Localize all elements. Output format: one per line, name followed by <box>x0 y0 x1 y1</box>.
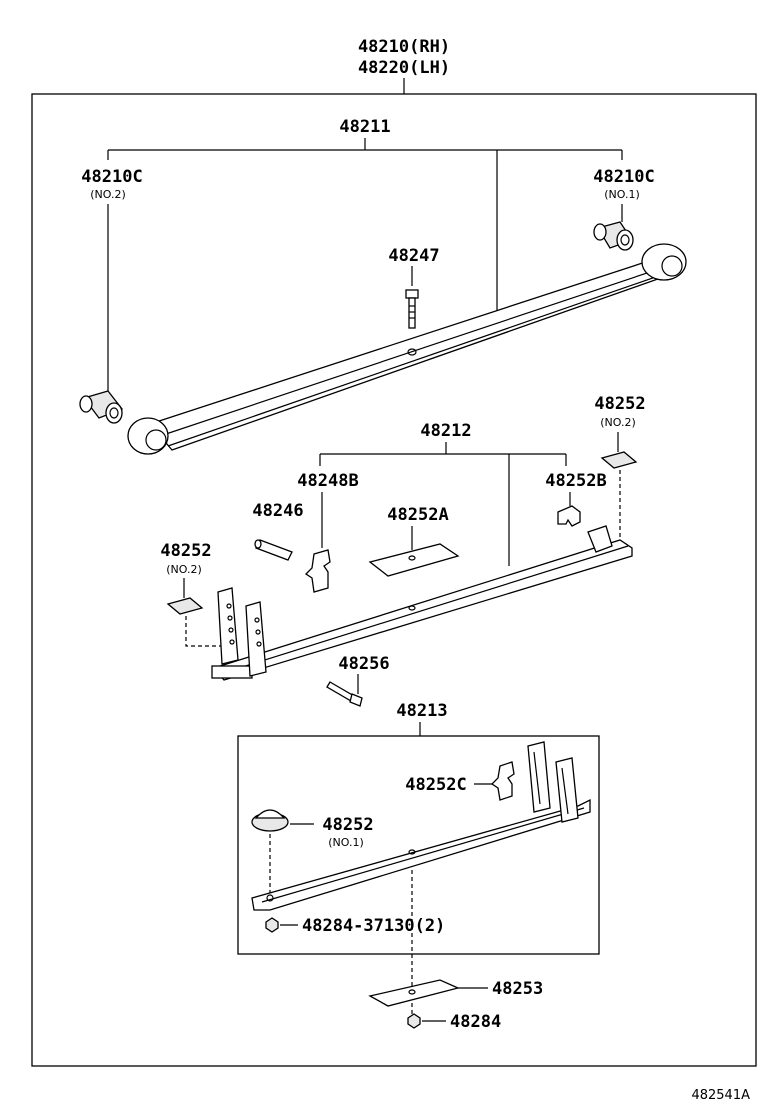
label-48284-37130: 48284-37130(2) <box>302 916 445 936</box>
label-48253: 48253 <box>492 979 543 999</box>
label-48248b: 48248B <box>297 471 358 491</box>
label-48210c-left: 48210C <box>81 167 142 187</box>
plate-48253-part <box>368 979 460 1007</box>
second-leaf-48212-part <box>211 525 633 681</box>
pad-48252-top-part <box>600 451 638 469</box>
label-48210c-left-sub: (NO.2) <box>90 188 126 201</box>
clip-48248b-part <box>304 549 331 593</box>
main-leaf-48211-part <box>127 243 687 455</box>
assembly-frame <box>31 93 757 1067</box>
bolt-48256-part <box>326 681 363 707</box>
label-48256: 48256 <box>338 654 389 674</box>
third-leaf-48213-part <box>251 741 591 911</box>
label-48252-top: 48252 <box>594 394 645 414</box>
label-48252-top-sub: (NO.2) <box>600 416 636 429</box>
clip-48252b-part <box>557 505 581 527</box>
label-48210c-right: 48210C <box>593 167 654 187</box>
label-48252a: 48252A <box>387 505 448 525</box>
label-48247: 48247 <box>388 246 439 266</box>
label-48252-left: 48252 <box>160 541 211 561</box>
label-48252c: 48252C <box>405 775 466 795</box>
label-48246: 48246 <box>252 501 303 521</box>
label-48213: 48213 <box>396 701 447 721</box>
assembly-lh-label: 48220(LH) <box>358 58 450 78</box>
assembly-rh-label: 48210(RH) <box>358 37 450 57</box>
label-48252-left-sub: (NO.2) <box>166 563 202 576</box>
label-48211: 48211 <box>339 117 390 137</box>
clip-48252c-part <box>490 761 515 801</box>
label-48210c-right-sub: (NO.1) <box>604 188 640 201</box>
reference-code: 482541A <box>691 1088 750 1103</box>
center-bolt-48247-part <box>405 289 419 329</box>
label-48252-no1-sub: (NO.1) <box>328 836 364 849</box>
label-48284: 48284 <box>450 1012 501 1032</box>
plate-48252a-part <box>368 543 460 577</box>
bushing-no2-part <box>79 390 124 424</box>
nut-48284-37130-part <box>265 917 279 933</box>
label-48212: 48212 <box>420 421 471 441</box>
bushing-no1-part <box>593 221 634 251</box>
nut-48284-part <box>407 1013 421 1029</box>
pin-48246-part <box>254 539 293 561</box>
dash-48252-left <box>185 616 222 647</box>
bumper-48252-no1-part <box>251 809 289 832</box>
pad-48252-left-part <box>166 597 204 615</box>
label-48252b: 48252B <box>545 471 606 491</box>
label-48252-no1: 48252 <box>322 815 373 835</box>
subassembly-frame-48213 <box>237 735 600 955</box>
